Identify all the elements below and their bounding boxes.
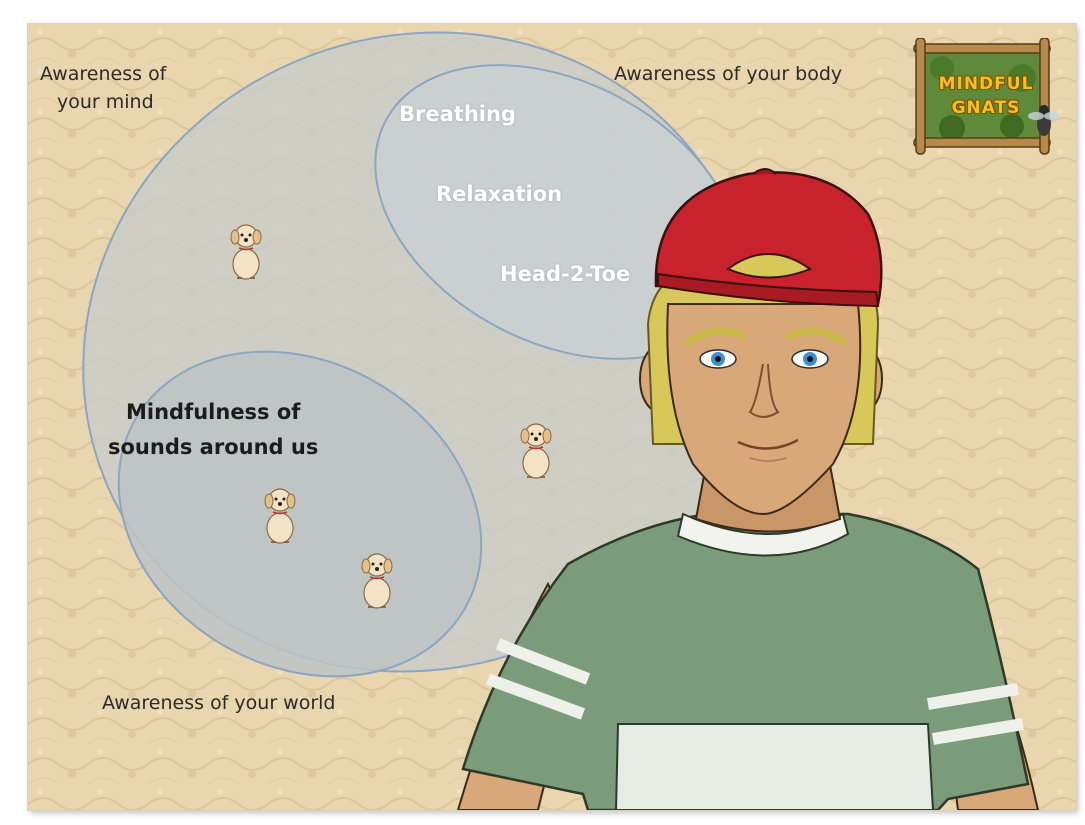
dog-icon [224,220,268,282]
logo-frame [912,38,1064,156]
item-head-2-toe: Head-2-Toe [500,262,630,286]
dog-icon [258,484,302,546]
dog-icon [355,549,399,611]
item-breathing: Breathing [399,102,516,126]
label-mind-line-2: your mind [40,88,166,116]
item-sounds-line-1: Mindfulness of [108,395,318,430]
mindful-gnats-logo: MINDFUL GNATS [912,38,1064,156]
dog-icon [514,419,558,481]
item-relaxation: Relaxation [436,182,562,206]
label-mind-line-1: Awareness of [40,60,166,88]
logo-line-2: GNATS [926,98,1046,118]
slide: Awareness of your mind Awareness of your… [28,24,1076,810]
item-mindfulness-of-sounds: Mindfulness of sounds around us [108,395,318,465]
label-body: Awareness of your body [614,60,842,88]
label-mind: Awareness of your mind [40,60,166,116]
label-world: Awareness of your world [102,689,336,717]
logo-line-1: MINDFUL [926,74,1046,94]
item-sounds-line-2: sounds around us [108,430,318,465]
